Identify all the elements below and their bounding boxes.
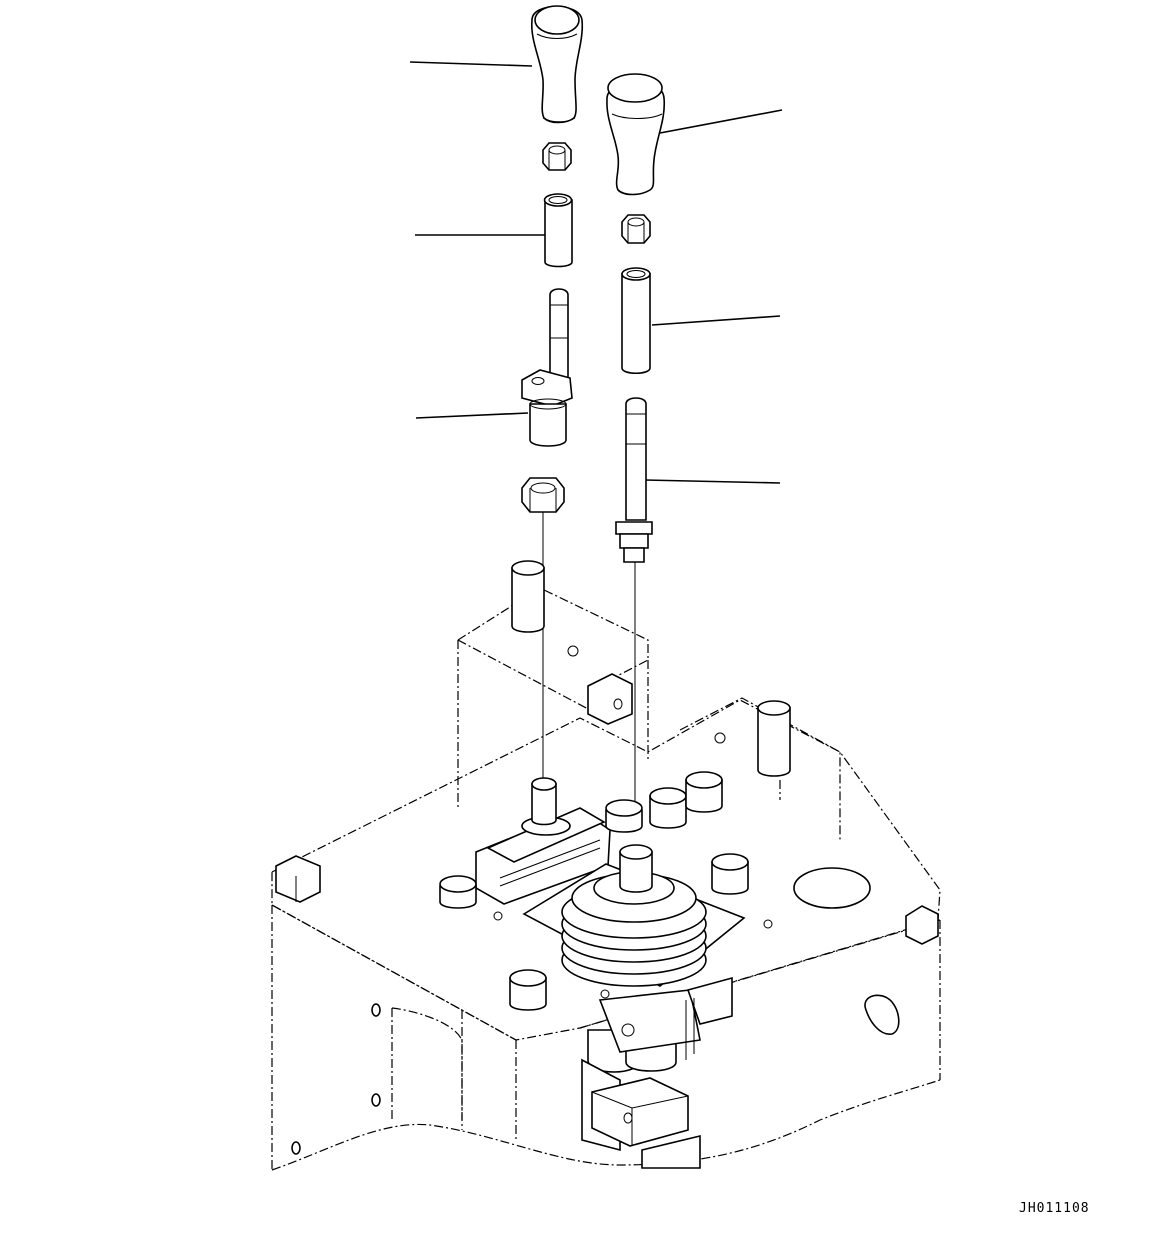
rod-right: [615, 397, 653, 563]
leader-knob-right: [659, 109, 783, 134]
nut-upper-right: [621, 214, 651, 244]
sleeve-left: [543, 193, 573, 268]
leader-rod-right: [644, 479, 781, 484]
leader-sleeve-right: [651, 315, 781, 326]
nut-lower-left: [521, 477, 565, 513]
leader-bracket-left: [415, 412, 529, 419]
drawing-code: JH011108: [1019, 1201, 1090, 1216]
nut-upper-left: [542, 142, 572, 171]
leader-knob-left: [409, 61, 533, 67]
lever-bracket-left: [521, 288, 573, 447]
knob-right: [606, 73, 666, 196]
sleeve-right: [621, 267, 651, 375]
leader-lines: [409, 61, 783, 484]
knob-left: [531, 5, 584, 124]
control-plate-assembly: [271, 560, 941, 1171]
